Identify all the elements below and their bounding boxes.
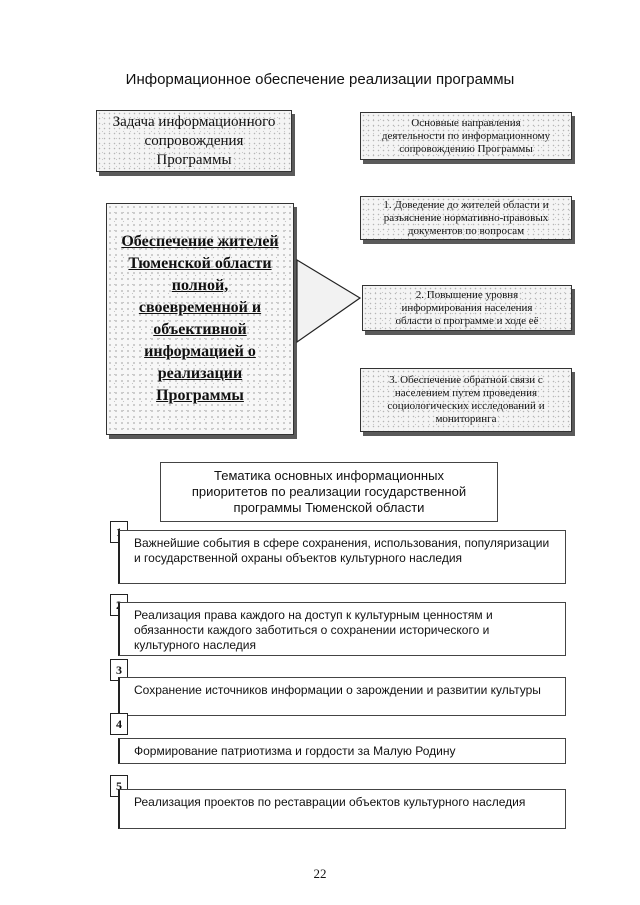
priority-text-2: Реализация права каждого на доступ к кул… (134, 608, 493, 652)
activity-1-line-2: разъяснение нормативно-правовых (383, 211, 549, 224)
themes-box-line-3: программы Тюменской области (233, 500, 425, 515)
priority-row-1: Важнейшие события в сфере сохранения, ис… (118, 530, 566, 584)
priority-row-4: Формирование патриотизма и гордости за М… (118, 738, 566, 764)
activity-3-line-3: социологических исследований и (387, 400, 545, 412)
activity-2-line-3: области о программе и ходе её (395, 314, 539, 327)
main-goal-box: Обеспечение жителей Тюменской области по… (106, 203, 294, 435)
activity-box-2: 2. Повышение уровня информирования насел… (362, 285, 572, 331)
connector-triangle (296, 258, 362, 344)
priority-row-2: Реализация права каждого на доступ к кул… (118, 602, 566, 656)
activity-1-line-3: документов по вопросам (407, 224, 525, 237)
task-box-line-3: Программы (156, 151, 232, 168)
priority-text-3: Сохранение источников информации о зарож… (134, 683, 541, 697)
priority-row-3: Сохранение источников информации о зарож… (118, 677, 566, 716)
activity-3-line-4: мониторинга (435, 413, 497, 425)
priority-text-5: Реализация проектов по реставрации объек… (134, 795, 526, 809)
activity-3-line-1: 3. Обеспечение обратной связи с (389, 374, 543, 386)
task-box-line-1: Задача информационного (112, 113, 276, 130)
task-box: Задача информационного сопровождения Про… (96, 110, 292, 172)
activity-2-line-1: 2. Повышение уровня (415, 288, 519, 301)
page-title: Информационное обеспечение реализации пр… (125, 71, 515, 88)
main-goal-line-2: Тюменской области (128, 255, 272, 272)
activity-1-line-1: 1. Доведение до жителей области и (383, 198, 549, 211)
priority-text-4: Формирование патриотизма и гордости за М… (134, 744, 456, 758)
main-goal-line-1: Обеспечение жителей (121, 233, 279, 250)
themes-box: Тематика основных информационных приорит… (160, 462, 498, 522)
priority-text-1: Важнейшие события в сфере сохранения, ис… (134, 536, 550, 565)
main-goal-line-7: реализации (157, 365, 243, 382)
directions-box: Основные направления деятельности по инф… (360, 112, 572, 160)
main-goal-line-4: своевременной и (138, 299, 262, 316)
main-goal-line-6: информацией о (144, 343, 256, 360)
directions-box-line-2: деятельности по информационному (381, 129, 551, 142)
activity-2-line-2: информирования населения (401, 301, 533, 314)
main-goal-line-3: полной, (171, 277, 229, 294)
main-goal-line-5: объективной (153, 321, 247, 338)
themes-box-line-2: приоритетов по реализации государственно… (191, 484, 467, 499)
activity-box-1: 1. Доведение до жителей области и разъяс… (360, 196, 572, 240)
main-goal-line-8: Программы (156, 387, 244, 404)
page-number: 22 (313, 866, 327, 881)
directions-box-line-1: Основные направления (411, 116, 521, 129)
priority-row-5: Реализация проектов по реставрации объек… (118, 789, 566, 829)
priority-number-4: 4 (110, 713, 128, 735)
directions-box-line-3: сопровождению Программы (399, 142, 533, 155)
activity-3-line-2: населением путем проведения (394, 387, 538, 399)
activity-box-3: 3. Обеспечение обратной связи с населени… (360, 368, 572, 432)
themes-box-line-1: Тематика основных информационных (214, 468, 444, 483)
task-box-line-2: сопровождения (144, 132, 244, 149)
